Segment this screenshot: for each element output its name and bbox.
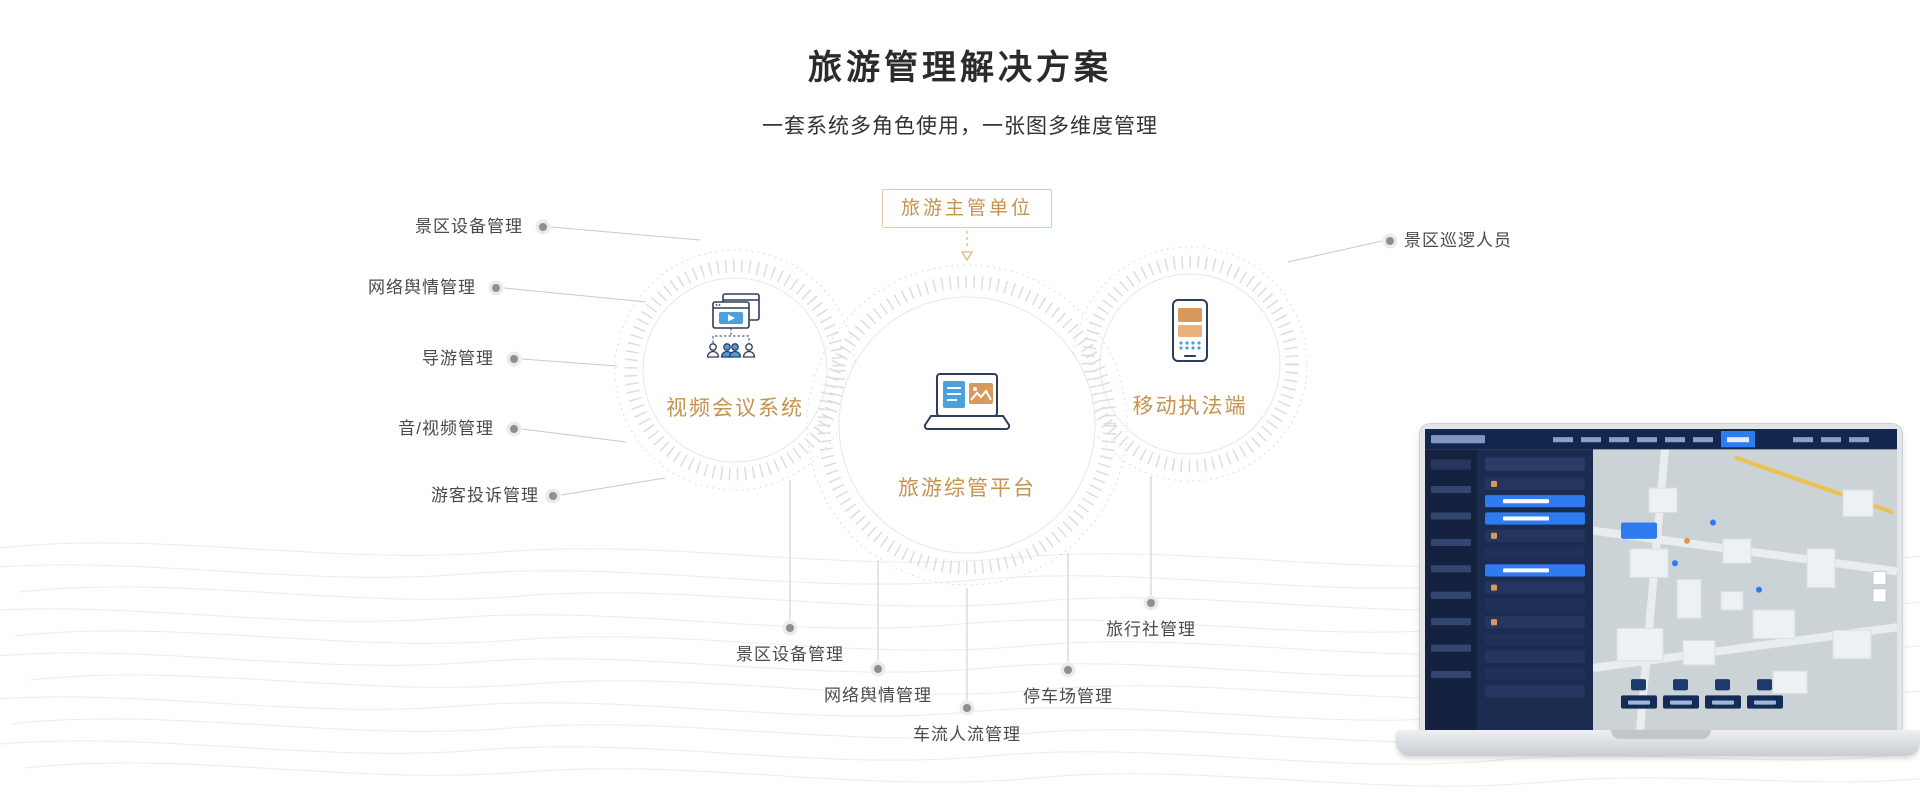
hub-ring-mobile bbox=[1072, 246, 1308, 482]
page-title: 旅游管理解决方案 bbox=[808, 49, 1112, 87]
label-scenic-patrol: 景区巡逻人员 bbox=[1404, 231, 1512, 250]
map-marker-orange bbox=[1684, 537, 1690, 544]
label-audio-video: 音/视频管理 bbox=[398, 419, 494, 438]
hub-label-platform: 旅游综管平台 bbox=[898, 477, 1036, 500]
laptop-platform-icon bbox=[923, 373, 1011, 430]
hub-label-mobile-enforcement: 移动执法端 bbox=[1132, 395, 1248, 418]
map-bottom-toolbar bbox=[1621, 679, 1783, 709]
connector-lines bbox=[503, 226, 1383, 700]
video-conference-icon bbox=[706, 293, 760, 358]
dashboard-sidebar bbox=[1425, 449, 1477, 730]
label-tour-guide: 导游管理 bbox=[422, 349, 494, 368]
page-subtitle: 一套系统多角色使用，一张图多维度管理 bbox=[762, 115, 1158, 138]
label-scenic-equipment-left: 景区设备管理 bbox=[415, 217, 523, 236]
dashboard-list-panel bbox=[1477, 449, 1593, 730]
authority-unit-box: 旅游主管单位 bbox=[882, 189, 1052, 228]
dashboard-screenshot bbox=[1425, 429, 1897, 730]
map-markers bbox=[1672, 519, 1762, 593]
map-popup bbox=[1621, 522, 1657, 539]
label-network-opinion-bottom: 网络舆情管理 bbox=[824, 686, 932, 705]
label-travel-agency: 旅行社管理 bbox=[1106, 620, 1196, 639]
hub-ring-video bbox=[614, 249, 856, 491]
laptop-mockup-screen bbox=[1420, 424, 1902, 730]
label-parking: 停车场管理 bbox=[1023, 687, 1113, 706]
label-tourist-complaint: 游客投诉管理 bbox=[431, 486, 539, 505]
laptop-base-notch bbox=[1611, 730, 1711, 739]
authority-unit-label: 旅游主管单位 bbox=[900, 198, 1033, 219]
hub-label-video-conference: 视频会议系统 bbox=[666, 397, 804, 420]
authority-arrow-icon bbox=[961, 231, 973, 261]
label-traffic-flow: 车流人流管理 bbox=[913, 725, 1021, 744]
dashboard-topbar bbox=[1425, 429, 1897, 450]
label-scenic-equipment-bottom: 景区设备管理 bbox=[736, 645, 844, 664]
mobile-phone-icon bbox=[1172, 299, 1208, 362]
map-zoom-controls bbox=[1872, 570, 1887, 603]
connector-dots bbox=[488, 219, 1398, 716]
label-network-opinion-left: 网络舆情管理 bbox=[368, 278, 476, 297]
map-buildings bbox=[1616, 487, 1874, 694]
